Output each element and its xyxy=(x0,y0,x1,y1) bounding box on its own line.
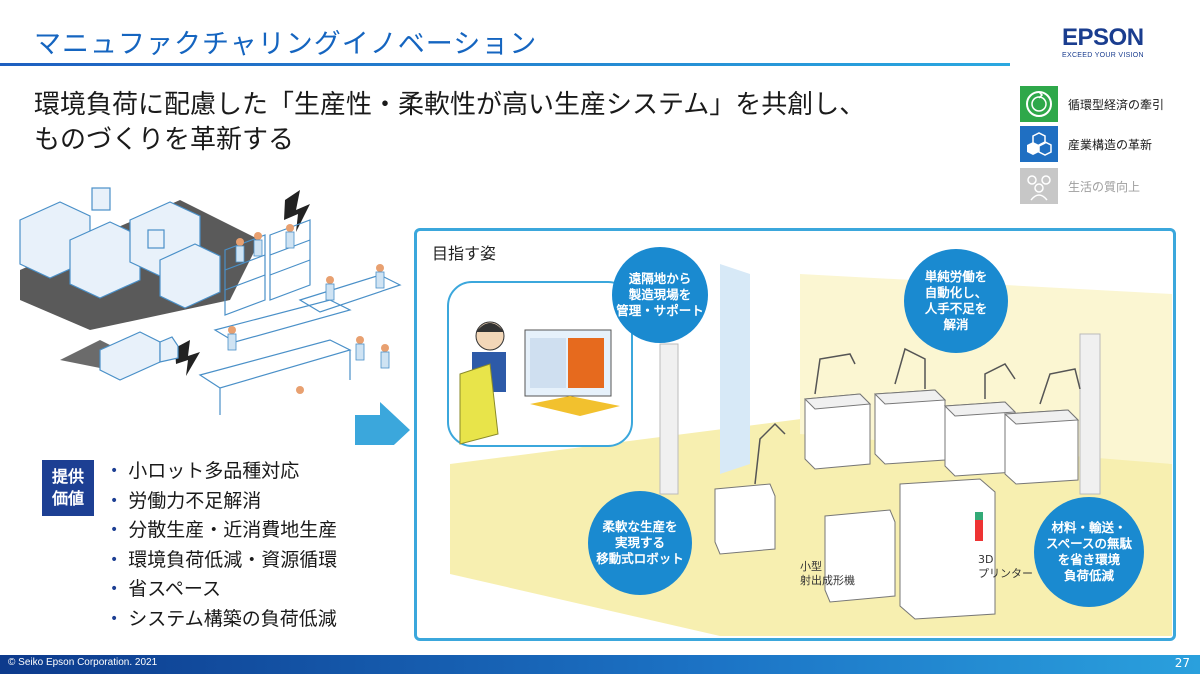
footer-bar xyxy=(0,655,1200,674)
logo-tagline: EXCEED YOUR VISION xyxy=(1062,52,1144,59)
page-title: マニュファクチャリングイノベーション xyxy=(34,29,538,60)
value-item: システム構築の負荷低減 xyxy=(110,606,337,636)
vision-frame xyxy=(414,228,1176,641)
badge-label: 産業構造の革新 xyxy=(1068,138,1153,152)
bubble-waste-reduction: 材料・輸送・ スペースの無駄 を省き環境 負荷低減 xyxy=(1034,497,1144,607)
badge-quality-of-life: 生活の質向上 xyxy=(1020,168,1190,204)
badge-label: 生活の質向上 xyxy=(1068,180,1141,194)
value-list: 小ロット多品種対応 労働力不足解消 分散生産・近消費地生産 環境負荷低減・資源循… xyxy=(110,458,337,635)
subtitle-line-1: 環境負荷に配慮した「生産性・柔軟性が高い生産システム」を共創し、 xyxy=(34,90,866,120)
subtitle-line-2: ものづくりを革新する xyxy=(34,125,295,155)
caption-3d-printer: 3D プリンター xyxy=(978,553,1033,580)
bubble-remote-support: 遠隔地から 製造現場を 管理・サポート xyxy=(612,247,708,343)
value-item: 分散生産・近消費地生産 xyxy=(110,517,337,547)
logo-wordmark: EPSON xyxy=(1062,24,1144,51)
title-underline xyxy=(0,63,1010,66)
value-item: 環境負荷低減・資源循環 xyxy=(110,547,337,577)
epson-logo: EPSON EXCEED YOUR VISION xyxy=(1062,24,1172,60)
subtitle: 環境負荷に配慮した「生産性・柔軟性が高い生産システム」を共創し、 ものづくりを革… xyxy=(34,88,865,158)
badge-circular-economy: 循環型経済の牽引 xyxy=(1020,86,1190,122)
value-item: 小ロット多品種対応 xyxy=(110,458,337,488)
bubble-mobile-robot: 柔軟な生産を 実現する 移動式ロボット xyxy=(588,491,692,595)
badge-industrial-structure: 産業構造の革新 xyxy=(1020,126,1190,162)
value-label-box: 提供 価値 xyxy=(42,460,94,516)
caption-injection-molding: 小型 射出成形機 xyxy=(800,560,855,587)
copyright: © Seiko Epson Corporation. 2021 xyxy=(8,657,158,668)
value-item: 省スペース xyxy=(110,576,337,606)
bubble-automation: 単純労働を 自動化し、 人手不足を 解消 xyxy=(904,249,1008,353)
circular-economy-icon xyxy=(1020,86,1058,122)
conventional-factory-illustration xyxy=(19,187,410,445)
value-item: 労働力不足解消 xyxy=(110,488,337,518)
page-number: 27 xyxy=(1174,656,1190,670)
vision-label: 目指す姿 xyxy=(432,244,497,263)
people-icon xyxy=(1020,168,1058,204)
industrial-structure-icon xyxy=(1020,126,1058,162)
badge-label: 循環型経済の牽引 xyxy=(1068,98,1165,112)
